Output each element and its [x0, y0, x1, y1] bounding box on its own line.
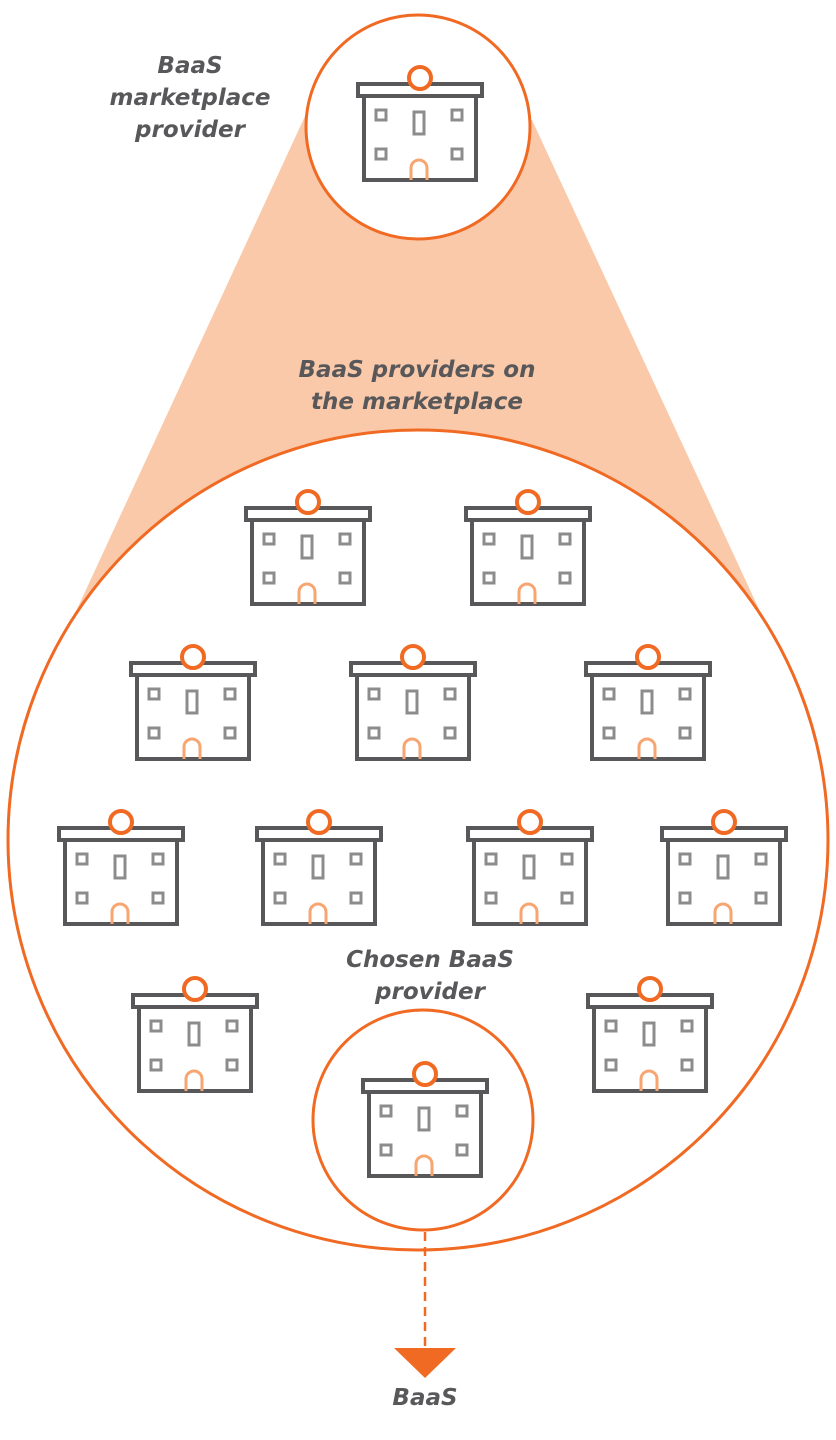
output-label: BaaS [392, 1385, 458, 1411]
arrow-down-icon [394, 1348, 456, 1378]
marketplace-circle [6, 428, 830, 1252]
providers-on-marketplace-label: BaaS providers on the marketplace [298, 357, 536, 415]
chosen-provider-circle [311, 1008, 535, 1232]
marketplace-provider-circle [304, 13, 532, 241]
marketplace-provider-label: BaaS marketplace provider [109, 53, 271, 143]
chosen-provider-label: Chosen BaaS provider [346, 947, 514, 1005]
